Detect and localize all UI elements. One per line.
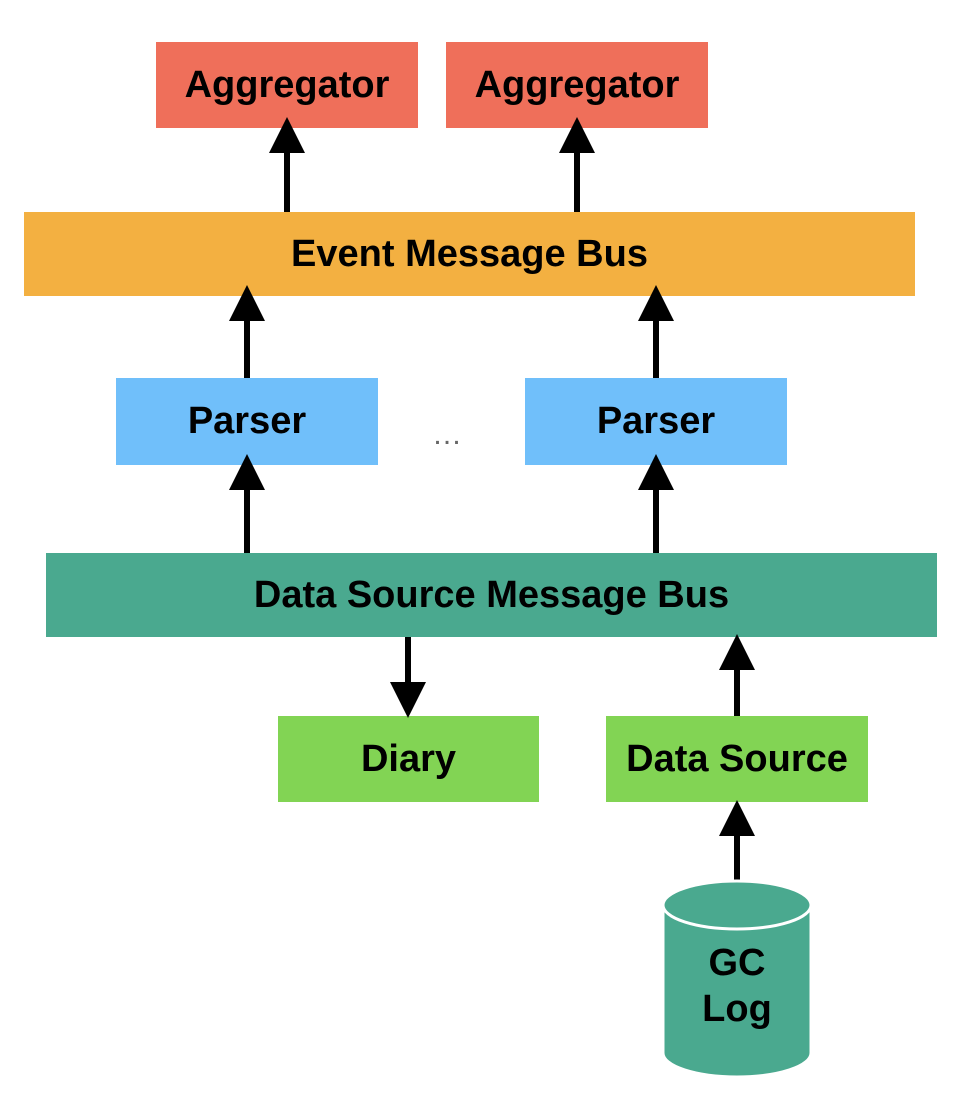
- gc-log-cylinder: [661, 879, 813, 1079]
- ellipsis-text: …: [432, 418, 464, 451]
- data-source-message-bus-label: Data Source Message Bus: [253, 573, 730, 616]
- parser-label-2: Parser: [596, 400, 716, 442]
- gc-log-label: GC Log: [663, 940, 811, 1032]
- data-source-message-bus: Data Source Message Bus: [46, 553, 937, 637]
- data-source-box: Data Source: [606, 716, 868, 802]
- aggregator-label-1: Aggregator: [184, 63, 390, 106]
- parser-box-1: Parser: [116, 378, 378, 465]
- parser-box-2: Parser: [525, 378, 787, 465]
- aggregator-label-2: Aggregator: [474, 63, 680, 106]
- event-message-bus: Event Message Bus: [24, 212, 915, 296]
- gc-log-label-line-1: GC: [708, 942, 766, 984]
- event-message-bus-label: Event Message Bus: [291, 232, 648, 275]
- diary-box: Diary: [278, 716, 539, 802]
- aggregator-box-1: Aggregator: [156, 42, 418, 128]
- data-source-label: Data Source: [626, 737, 848, 780]
- parser-label-1: Parser: [187, 400, 307, 442]
- aggregator-box-2: Aggregator: [446, 42, 708, 128]
- gc-log-label-line-2: Log: [702, 988, 772, 1030]
- diary-label: Diary: [360, 737, 457, 780]
